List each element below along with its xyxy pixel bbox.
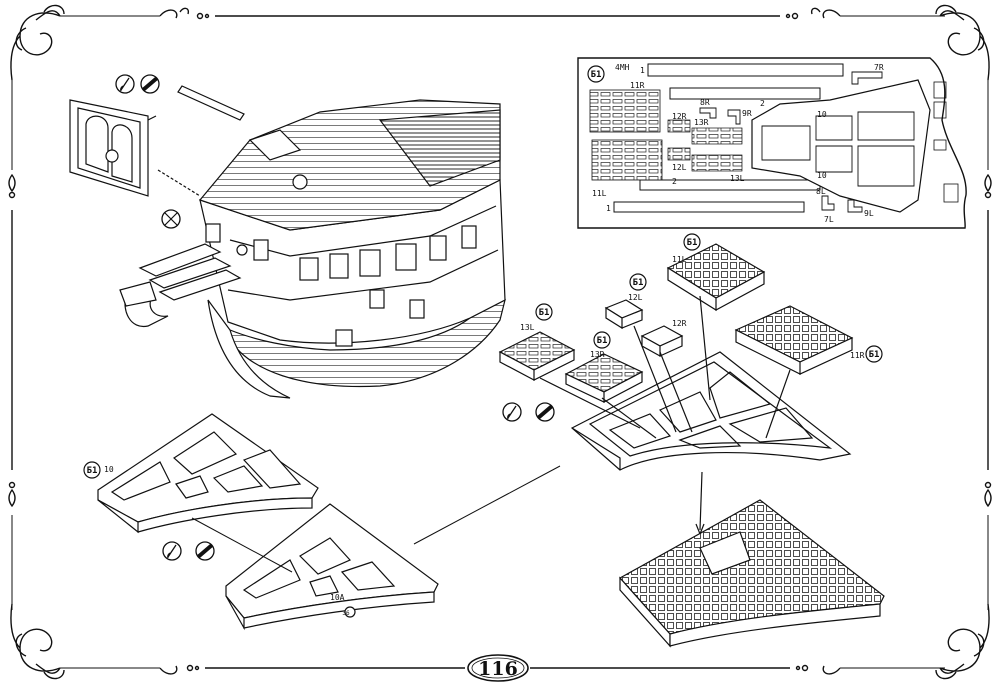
deck-frame-assembly — [498, 243, 854, 536]
knife-icon — [115, 74, 135, 94]
glue-icon — [140, 74, 160, 94]
sheet-label-11r: 11R — [630, 81, 645, 90]
parts-sheet: Б1 4MH 1 1 11R 11L 12R 12L 13R 13L 2 8R … — [577, 57, 967, 229]
deck-piece-10 — [83, 413, 319, 534]
part-label-10: 10 — [104, 465, 114, 474]
sheet-label-7l: 7L — [824, 215, 834, 224]
part-label-13r: 13R — [590, 350, 605, 359]
badge-11l: Б1 — [687, 238, 698, 248]
transom-panel — [69, 85, 245, 197]
sheet-label-13r: 13R — [694, 118, 709, 127]
page-number-frame: 116 — [467, 654, 529, 682]
page-number: 116 — [478, 658, 518, 680]
badge-11r: Б1 — [869, 350, 880, 360]
sheet-label-8r: 8R — [700, 98, 710, 107]
sheet-label-9l: 9L — [864, 209, 874, 218]
deck-piece-10a — [225, 503, 439, 631]
sheet-label-13l: 13L — [730, 174, 745, 183]
knife-icon — [162, 541, 182, 561]
page-border — [8, 4, 992, 680]
glue-icon — [535, 402, 555, 422]
badge-10: Б1 — [87, 466, 98, 476]
guide-lines — [191, 465, 561, 573]
sheet-label-10: 10 — [817, 171, 827, 180]
sheet-label-2b: 2 — [672, 177, 677, 186]
sheet-badge-label: Б1 — [591, 70, 602, 80]
no-glue-icon — [161, 209, 181, 229]
grating-deck — [619, 499, 885, 648]
sheet-title: 4MH — [615, 63, 630, 72]
part-label-12r: 12R — [672, 319, 687, 328]
sheet-label-11l: 11L — [592, 189, 607, 198]
part-label-11r: 11R — [850, 351, 865, 360]
part-label-12l: 12L — [628, 293, 643, 302]
part-label-10a: 10A — [330, 593, 345, 602]
sheet-label-10a: 10 — [817, 110, 827, 119]
knife-icon — [502, 402, 522, 422]
sheet-label-2: 2 — [760, 99, 765, 108]
glue-icon — [195, 541, 215, 561]
ship-stern-illustration — [119, 99, 506, 399]
part-label-11l: 11L — [672, 255, 687, 264]
sheet-label-1b: 1 — [606, 204, 611, 213]
sheet-label-8l: 8L — [816, 187, 826, 196]
part-ref-10a: 36 — [342, 610, 350, 617]
sheet-label-9r: 9R — [742, 109, 752, 118]
sheet-label-12l: 12L — [672, 163, 687, 172]
sheet-label-7r: 7R — [874, 63, 884, 72]
part-labels-deck: Б1 11L Б1 12L 12R Б1 13L Б1 13R Б1 11R — [520, 233, 883, 363]
sheet-label-12r: 12R — [672, 112, 687, 121]
part-label-13l: 13L — [520, 323, 535, 332]
badge-12l: Б1 — [633, 278, 644, 288]
sheet-label-1: 1 — [640, 66, 645, 75]
sheet-badge — [587, 65, 605, 83]
badge-13l: Б1 — [539, 308, 550, 318]
badge-13r: Б1 — [597, 336, 608, 346]
